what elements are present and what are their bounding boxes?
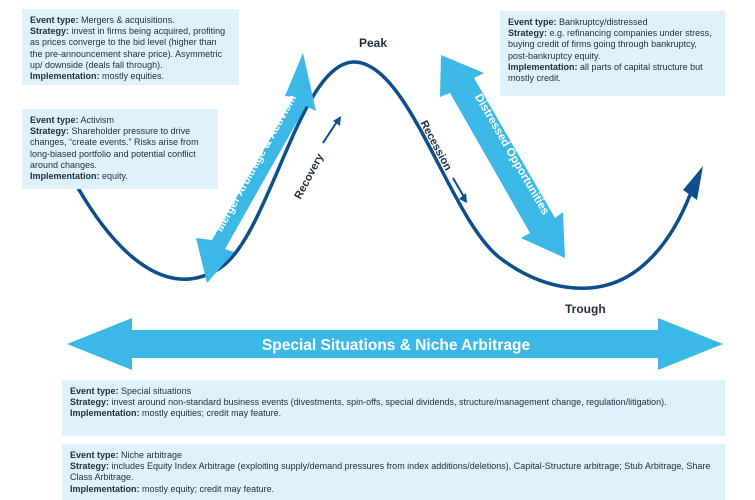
special-situations-arrow (67, 318, 723, 370)
peak-label: Peak (359, 36, 388, 50)
event-type-value: Activism (80, 115, 115, 125)
implementation-label: Implementation: (30, 171, 100, 182)
strategy-label: Strategy: (30, 126, 70, 137)
strategy-label: Strategy: (70, 397, 110, 408)
special-situations-box: Event type: Special situations Strategy:… (62, 380, 725, 436)
distressed-arrow (440, 55, 565, 258)
recovery-label: Recovery (292, 151, 326, 201)
implementation-label: Implementation: (508, 61, 578, 72)
recession-arrow (452, 177, 465, 198)
merger-arrow-label: Merger Arbitrage & Activism (214, 93, 299, 234)
implementation-label: Implementation: (70, 408, 140, 419)
curve-arrowhead (683, 166, 703, 200)
mergers-box: Event type: Mergers & acquisitions. Stra… (22, 9, 239, 85)
strategy-value: Shareholder pressure to drive changes, “… (30, 126, 199, 170)
distressed-box: Event type: Bankruptcy/distressed Strate… (500, 11, 725, 96)
implementation-label: Implementation: (70, 483, 140, 494)
niche-arbitrage-box: Event type: Niche arbitrage Strategy: in… (62, 444, 725, 500)
strategy-value: invest around non-standard business even… (111, 397, 667, 408)
event-type-value: Mergers & acquisitions. (81, 15, 175, 25)
event-type-label: Event type: (508, 17, 557, 27)
strategy-label: Strategy: (30, 26, 70, 37)
event-type-value: Special situations (121, 386, 192, 396)
event-type-label: Event type: (30, 115, 79, 125)
implementation-value: mostly equities; credit may feature. (142, 408, 282, 419)
implementation-value: mostly equity; credit may feature. (142, 483, 275, 494)
event-type-value: Niche arbitrage (121, 450, 183, 460)
strategy-value: invest in firms being acquired, profitin… (30, 26, 226, 70)
strategy-value: e.g. refinancing companies under stress,… (508, 28, 712, 61)
cycle-curve (76, 60, 692, 290)
event-type-label: Event type: (70, 386, 119, 396)
event-type-label: Event type: (70, 450, 119, 460)
activism-box: Event type: Activism Strategy: Sharehold… (22, 109, 218, 189)
implementation-value: equity. (102, 171, 128, 182)
merger-activism-arrow (196, 53, 316, 283)
recession-label: Recession (417, 118, 454, 172)
implementation-value: all parts of capital structure but mostl… (508, 61, 703, 84)
event-type-value: Bankruptcy/distressed (559, 17, 648, 27)
strategy-label: Strategy: (70, 461, 110, 472)
trough-label: Trough (565, 302, 606, 316)
strategy-label: Strategy: (508, 28, 548, 39)
implementation-value: mostly equities. (102, 71, 165, 82)
recovery-arrowhead (333, 116, 341, 126)
special-situations-label: Special Situations & Niche Arbitrage (262, 337, 531, 354)
recovery-arrow (322, 119, 339, 144)
strategy-value: includes Equity Index Arbitrage (exploit… (70, 461, 711, 483)
event-type-label: Event type: (30, 15, 79, 25)
implementation-label: Implementation: (30, 71, 100, 82)
recession-arrowhead (459, 193, 467, 203)
